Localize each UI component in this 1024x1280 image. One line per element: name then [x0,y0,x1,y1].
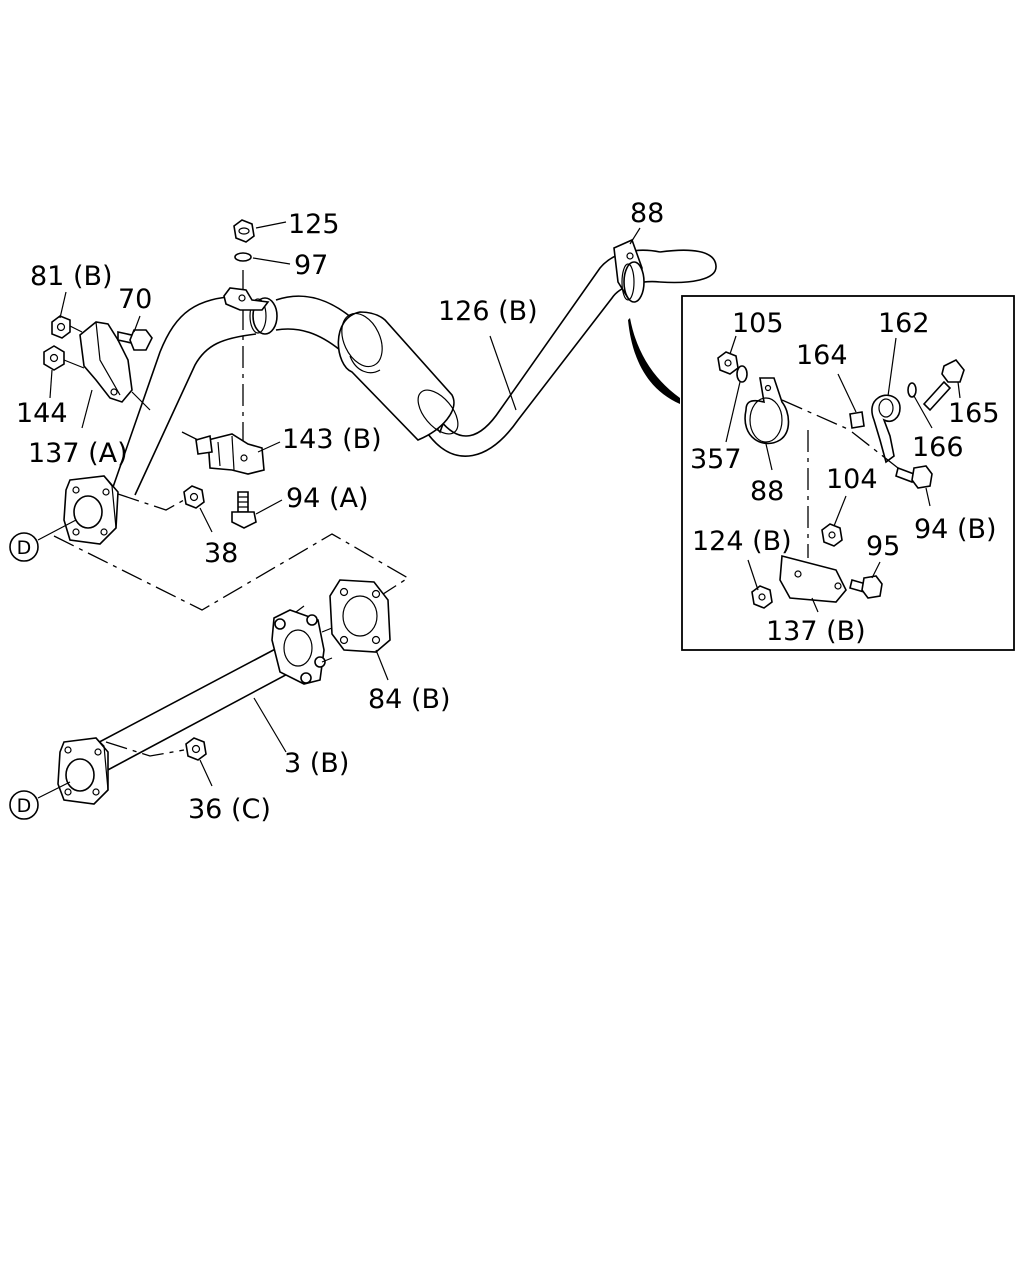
gasket-84b [329,579,391,653]
assembly-line-lower [105,741,185,757]
label-36c: 36 (C) [188,794,271,825]
ref-marker-d-lower: D [9,781,71,820]
leader-lines [49,221,961,787]
clamp-88 [613,238,645,303]
label-104: 104 [826,464,878,495]
lower-pipe-3b [57,605,333,805]
label-88-inset: 88 [750,476,784,507]
label-137a: 137 (A) [28,438,128,469]
label-94a: 94 (A) [286,483,368,514]
label-144: 144 [16,398,68,429]
label-84b: 84 (B) [368,684,451,715]
nut-38 [117,485,205,511]
label-137b: 137 (B) [766,616,866,647]
inset-arrow [628,318,680,404]
label-105: 105 [732,308,784,339]
detail-inset [681,295,1015,651]
label-165: 165 [948,398,1000,429]
hanger-hardware [181,219,270,529]
label-124b: 124 (B) [692,526,792,557]
label-88-top: 88 [630,198,664,229]
upper-flange [63,475,119,545]
label-164: 164 [796,340,848,371]
ref-marker-d-upper: D [9,519,77,562]
label-357: 357 [690,444,742,475]
label-95: 95 [866,531,900,562]
label-97: 97 [294,250,328,281]
label-143b: 143 (B) [282,424,382,455]
label-125: 125 [288,209,340,240]
bracket-137a [43,315,153,411]
label-81b: 81 (B) [30,261,113,292]
label-3b: 3 (B) [284,748,349,779]
label-38: 38 [204,538,238,569]
ref-marker-label: D [17,795,32,817]
ref-marker-label: D [17,537,32,559]
assembly-line [53,533,410,611]
part-labels: 125 97 88 126 (B) 81 (B) 70 144 137 (A) … [16,198,1000,825]
nut-36c [185,737,207,761]
label-166: 166 [912,432,964,463]
label-94b: 94 (B) [914,514,997,545]
label-70: 70 [118,284,152,315]
muffler [337,311,459,441]
label-126b: 126 (B) [438,296,538,327]
label-162: 162 [878,308,930,339]
